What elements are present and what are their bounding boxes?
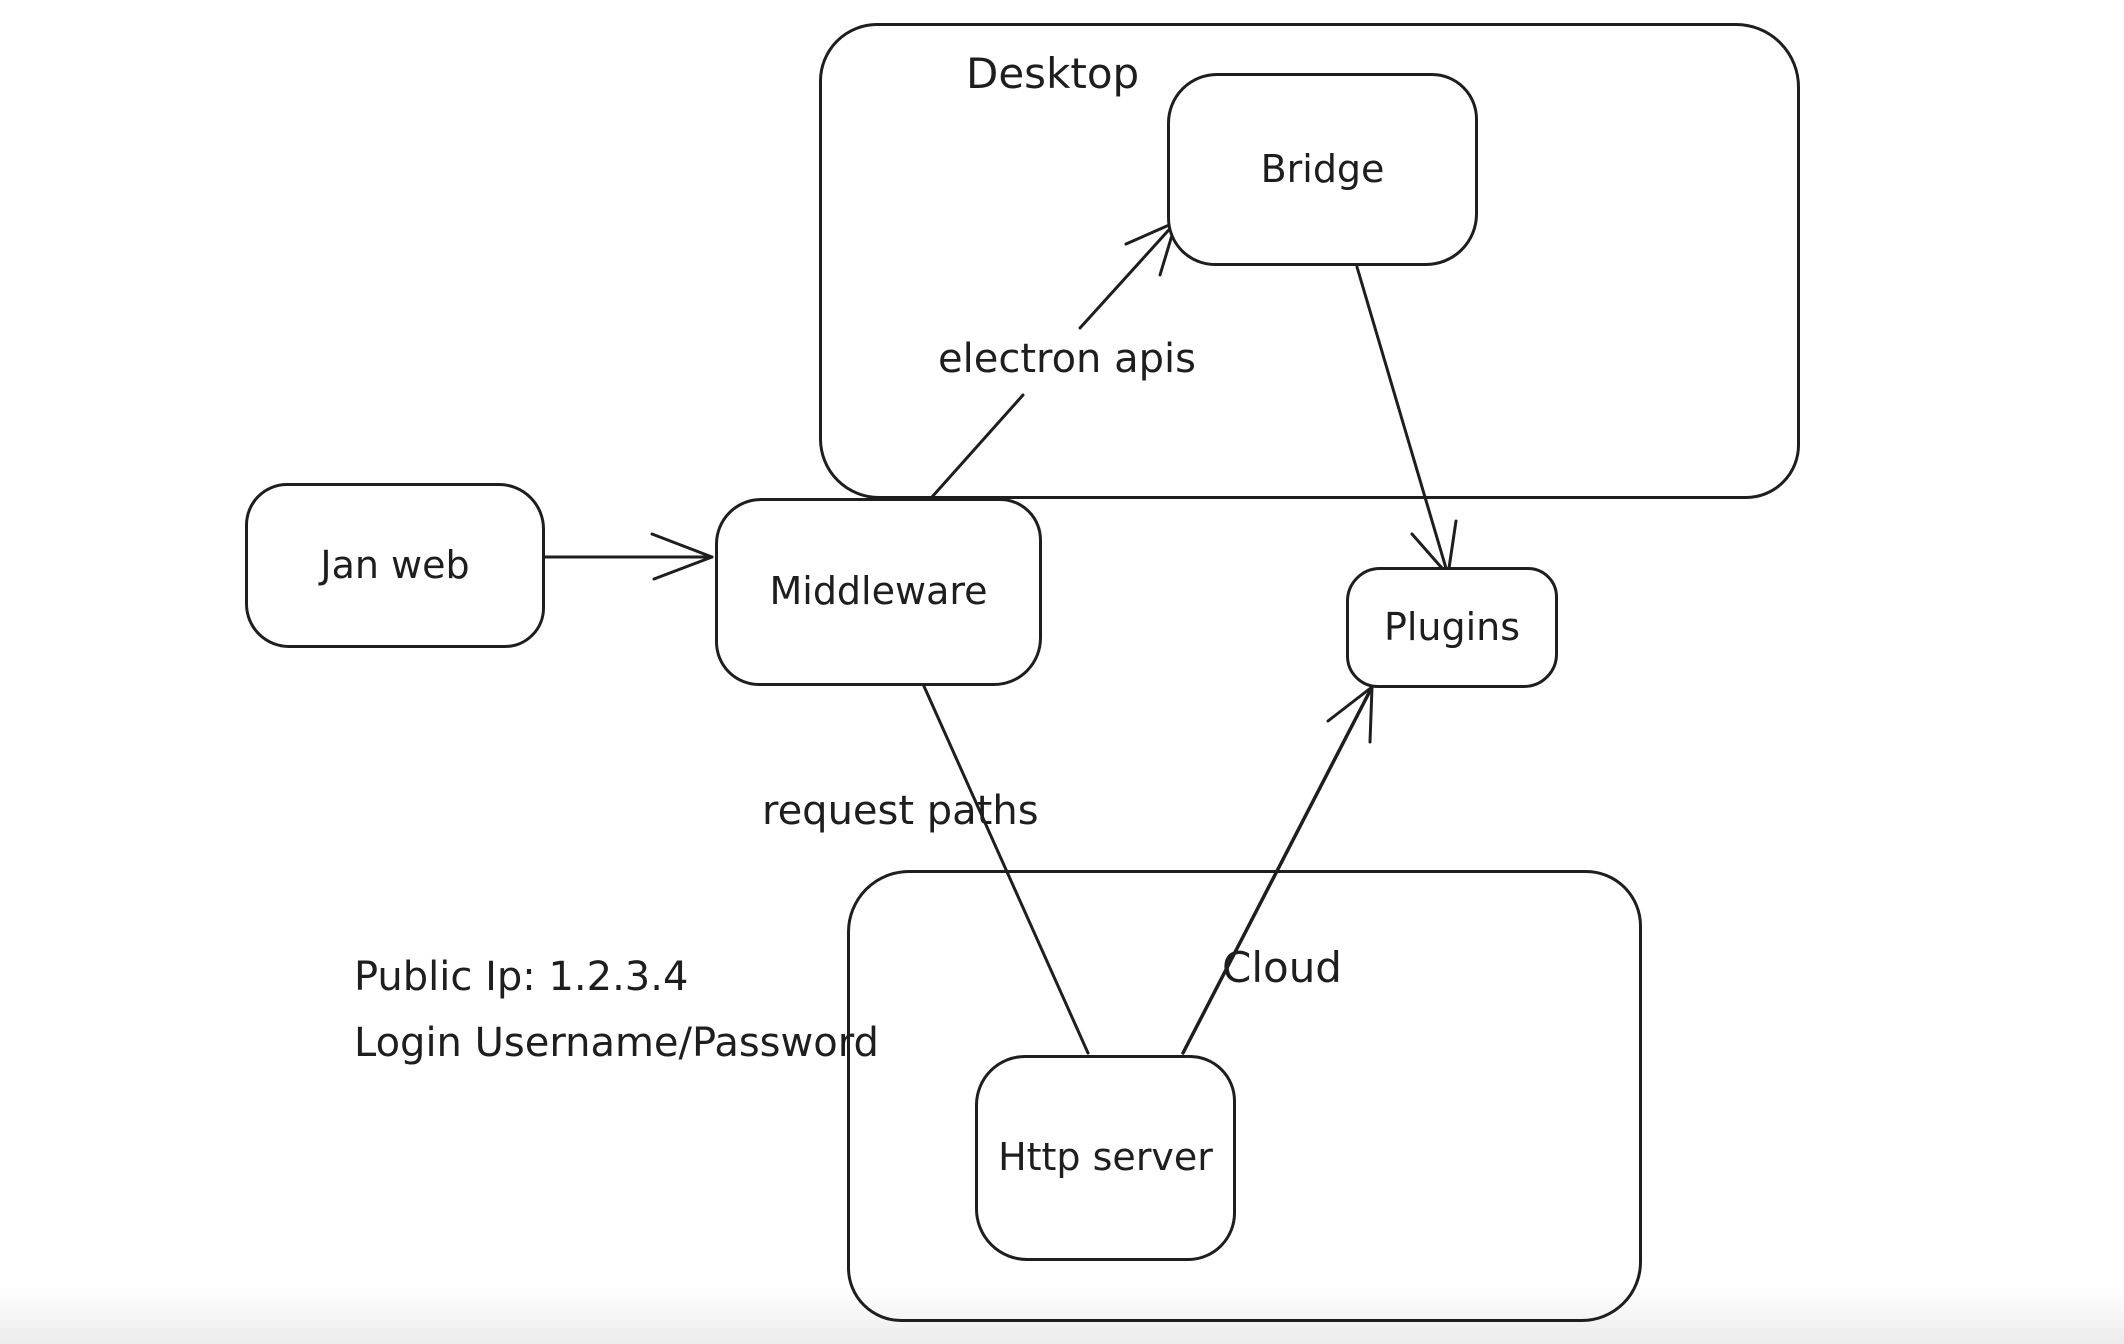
node-jan-web: Jan web [245, 483, 545, 648]
bottom-fade-gradient [0, 1288, 2124, 1344]
annotation-login: Login Username/Password [354, 1020, 879, 1066]
edge-middleware-to-httpserver [921, 682, 1090, 1055]
edge-httpserver-to-plugins [1181, 685, 1374, 1055]
node-http-server-label: Http server [998, 1135, 1213, 1180]
node-bridge: Bridge [1167, 73, 1478, 266]
node-bridge-label: Bridge [1260, 146, 1385, 191]
arrowhead-into-middleware [650, 532, 714, 581]
node-middleware: Middleware [715, 498, 1042, 686]
node-middleware-label: Middleware [769, 569, 988, 614]
desktop-container-box [819, 23, 1800, 499]
edge-label-request-paths: request paths [762, 788, 1039, 834]
edge-bridge-to-plugins [1355, 265, 1458, 577]
node-plugins-label: Plugins [1383, 604, 1521, 649]
node-http-server: Http server [975, 1055, 1236, 1261]
desktop-container-label: Desktop [966, 49, 1140, 98]
edge-label-electron-apis: electron apis [938, 336, 1196, 382]
cloud-container-box [847, 870, 1642, 1322]
arrowhead-into-plugins-bottom [1326, 685, 1374, 744]
node-plugins: Plugins [1346, 567, 1558, 688]
cloud-container-label: Cloud [1222, 943, 1342, 992]
annotation-public-ip: Public Ip: 1.2.3.4 [354, 954, 689, 1000]
node-jan-web-label: Jan web [320, 542, 470, 587]
edge-janweb-to-middleware [543, 532, 714, 581]
